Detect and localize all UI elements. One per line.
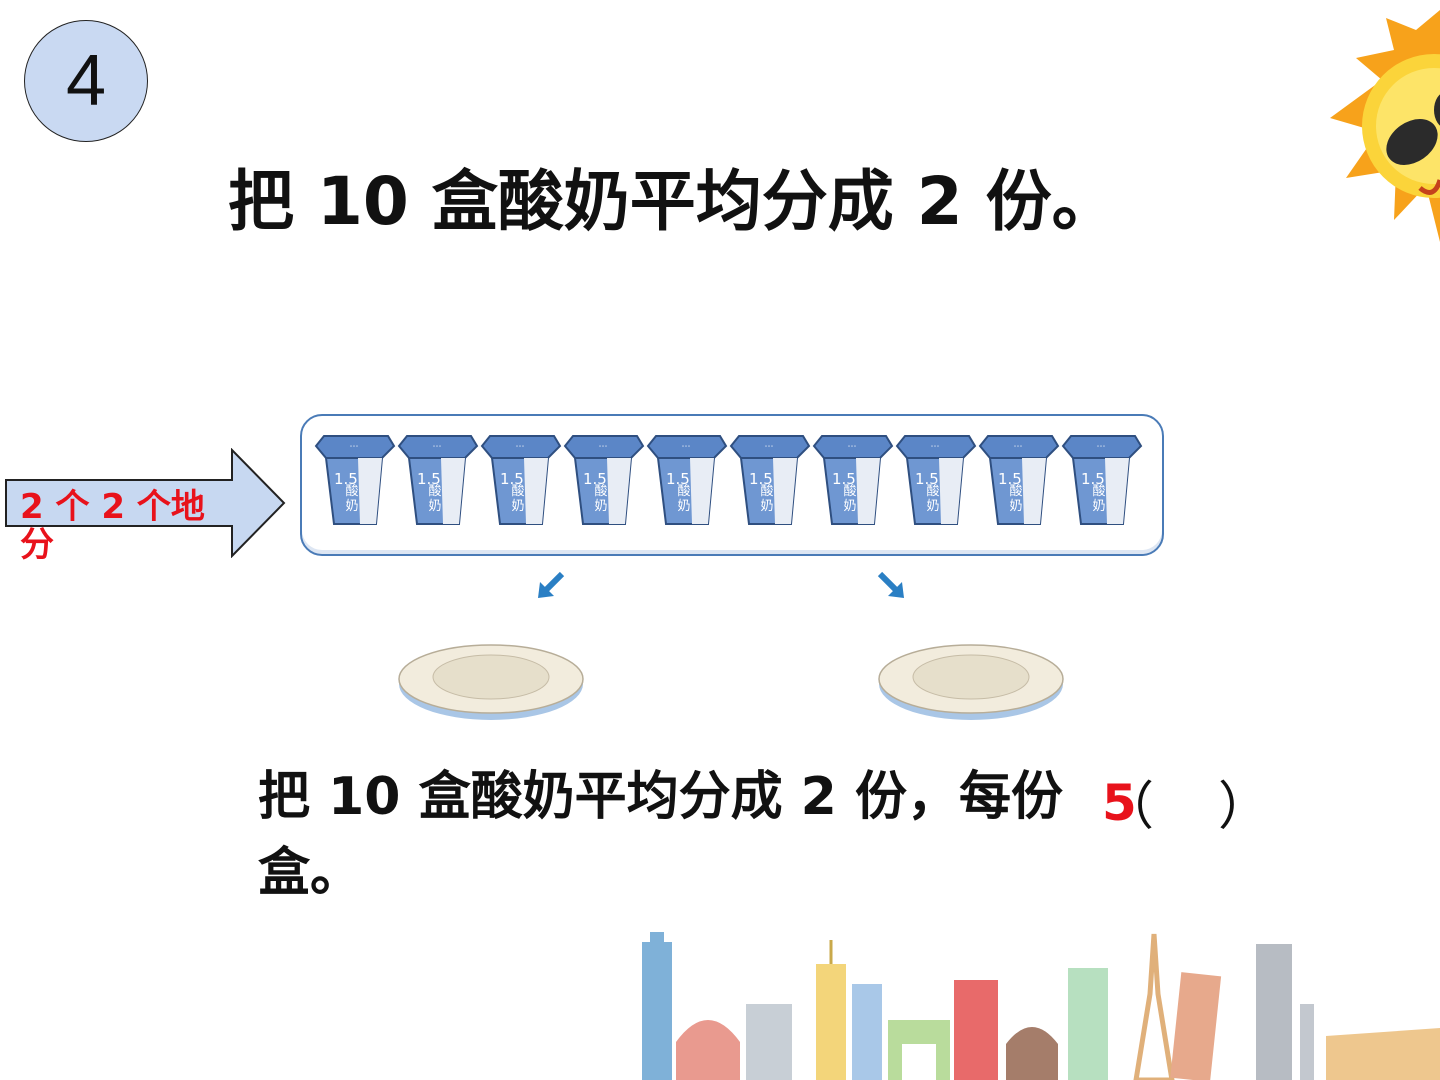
yogurt-volume-label: 1.5 bbox=[583, 470, 607, 488]
yogurt-volume-label: 1.5 bbox=[500, 470, 524, 488]
svg-text:⋯: ⋯ bbox=[765, 442, 774, 452]
slide-number: 4 bbox=[65, 41, 107, 121]
question-line-2: 盒。 bbox=[258, 843, 363, 903]
down-left-arrow-icon bbox=[538, 571, 565, 598]
yogurt-volume-label: 1.5 bbox=[832, 470, 856, 488]
question-line-1: 把 10 盒酸奶平均分成 2 份，每份 bbox=[258, 767, 1063, 827]
down-right-arrow-icon bbox=[877, 571, 904, 598]
answer-value: 5 bbox=[1102, 774, 1137, 832]
right-arrow-shape bbox=[5, 448, 286, 558]
yogurt-name-label: 酸奶 bbox=[677, 484, 691, 514]
svg-text:⋯: ⋯ bbox=[931, 442, 940, 452]
page-title: 把 10 盒酸奶平均分成 2 份。 bbox=[228, 163, 1118, 240]
yogurt-volume-label: 1.5 bbox=[998, 470, 1022, 488]
open-parenthesis: （ bbox=[1102, 777, 1155, 837]
svg-text:⋯: ⋯ bbox=[1014, 442, 1023, 452]
svg-text:⋯: ⋯ bbox=[848, 442, 857, 452]
yogurt-name-label: 酸奶 bbox=[926, 484, 940, 514]
yogurt-volume-label: 1.5 bbox=[417, 470, 441, 488]
svg-text:⋯: ⋯ bbox=[433, 442, 442, 452]
plate-left-icon bbox=[398, 644, 584, 720]
yogurt-name-label: 酸奶 bbox=[345, 484, 359, 514]
yogurt-volume-label: 1.5 bbox=[1081, 470, 1105, 488]
svg-text:⋯: ⋯ bbox=[1097, 442, 1106, 452]
close-parenthesis: ） bbox=[1218, 777, 1271, 837]
sun-with-sunglasses-icon bbox=[1330, 10, 1440, 242]
yogurt-volume-label: 1.5 bbox=[334, 470, 358, 488]
yogurt-name-label: 酸奶 bbox=[511, 484, 525, 514]
yogurt-name-label: 酸奶 bbox=[1009, 484, 1023, 514]
yogurt-name-label: 酸奶 bbox=[843, 484, 857, 514]
yogurt-name-label: 酸奶 bbox=[594, 484, 608, 514]
yogurt-volume-label: 1.5 bbox=[915, 470, 939, 488]
svg-text:⋯: ⋯ bbox=[516, 442, 525, 452]
svg-text:⋯: ⋯ bbox=[599, 442, 608, 452]
svg-text:⋯: ⋯ bbox=[682, 442, 691, 452]
svg-text:⋯: ⋯ bbox=[350, 442, 359, 452]
yogurt-volume-label: 1.5 bbox=[666, 470, 690, 488]
yogurt-name-label: 酸奶 bbox=[428, 484, 442, 514]
yogurt-name-label: 酸奶 bbox=[1092, 484, 1106, 514]
yogurt-name-label: 酸奶 bbox=[760, 484, 774, 514]
slide-number-badge: 4 bbox=[24, 20, 148, 142]
arrow-label: 2 个 2 个地分 bbox=[20, 487, 205, 565]
yogurt-volume-label: 1.5 bbox=[749, 470, 773, 488]
city-skyline-illustration bbox=[642, 932, 1440, 1080]
plate-right-icon bbox=[878, 644, 1064, 720]
